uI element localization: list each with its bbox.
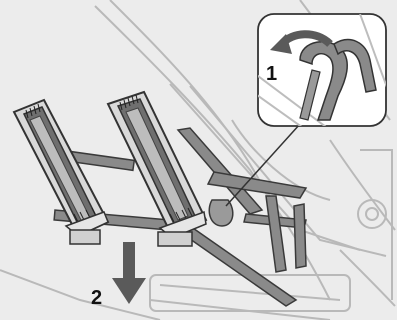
step-1-label: 1: [266, 64, 277, 84]
step-2-label: 2: [91, 288, 102, 308]
